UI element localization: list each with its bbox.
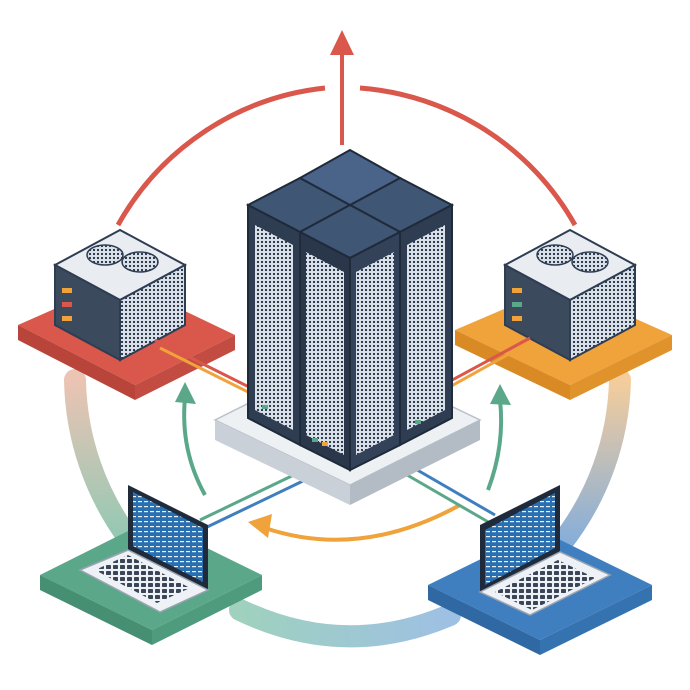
cycle-arrow-icon bbox=[248, 503, 461, 542]
ring-top-arc-right bbox=[359, 85, 578, 227]
left-server-icon bbox=[52, 228, 188, 362]
right-server-icon bbox=[502, 228, 638, 362]
ring-top-arc bbox=[115, 85, 326, 227]
ring-bottom-arc bbox=[229, 599, 461, 648]
left-up-arrow-icon bbox=[175, 382, 207, 496]
server-rack-icon bbox=[245, 148, 455, 472]
ring-right-arc bbox=[549, 369, 631, 556]
laptop-icon-right bbox=[478, 485, 612, 616]
up-arrow-icon bbox=[330, 30, 354, 145]
laptop-icon bbox=[78, 485, 210, 613]
right-up-arrow-icon bbox=[486, 384, 511, 491]
ring-left-arc bbox=[64, 369, 141, 551]
